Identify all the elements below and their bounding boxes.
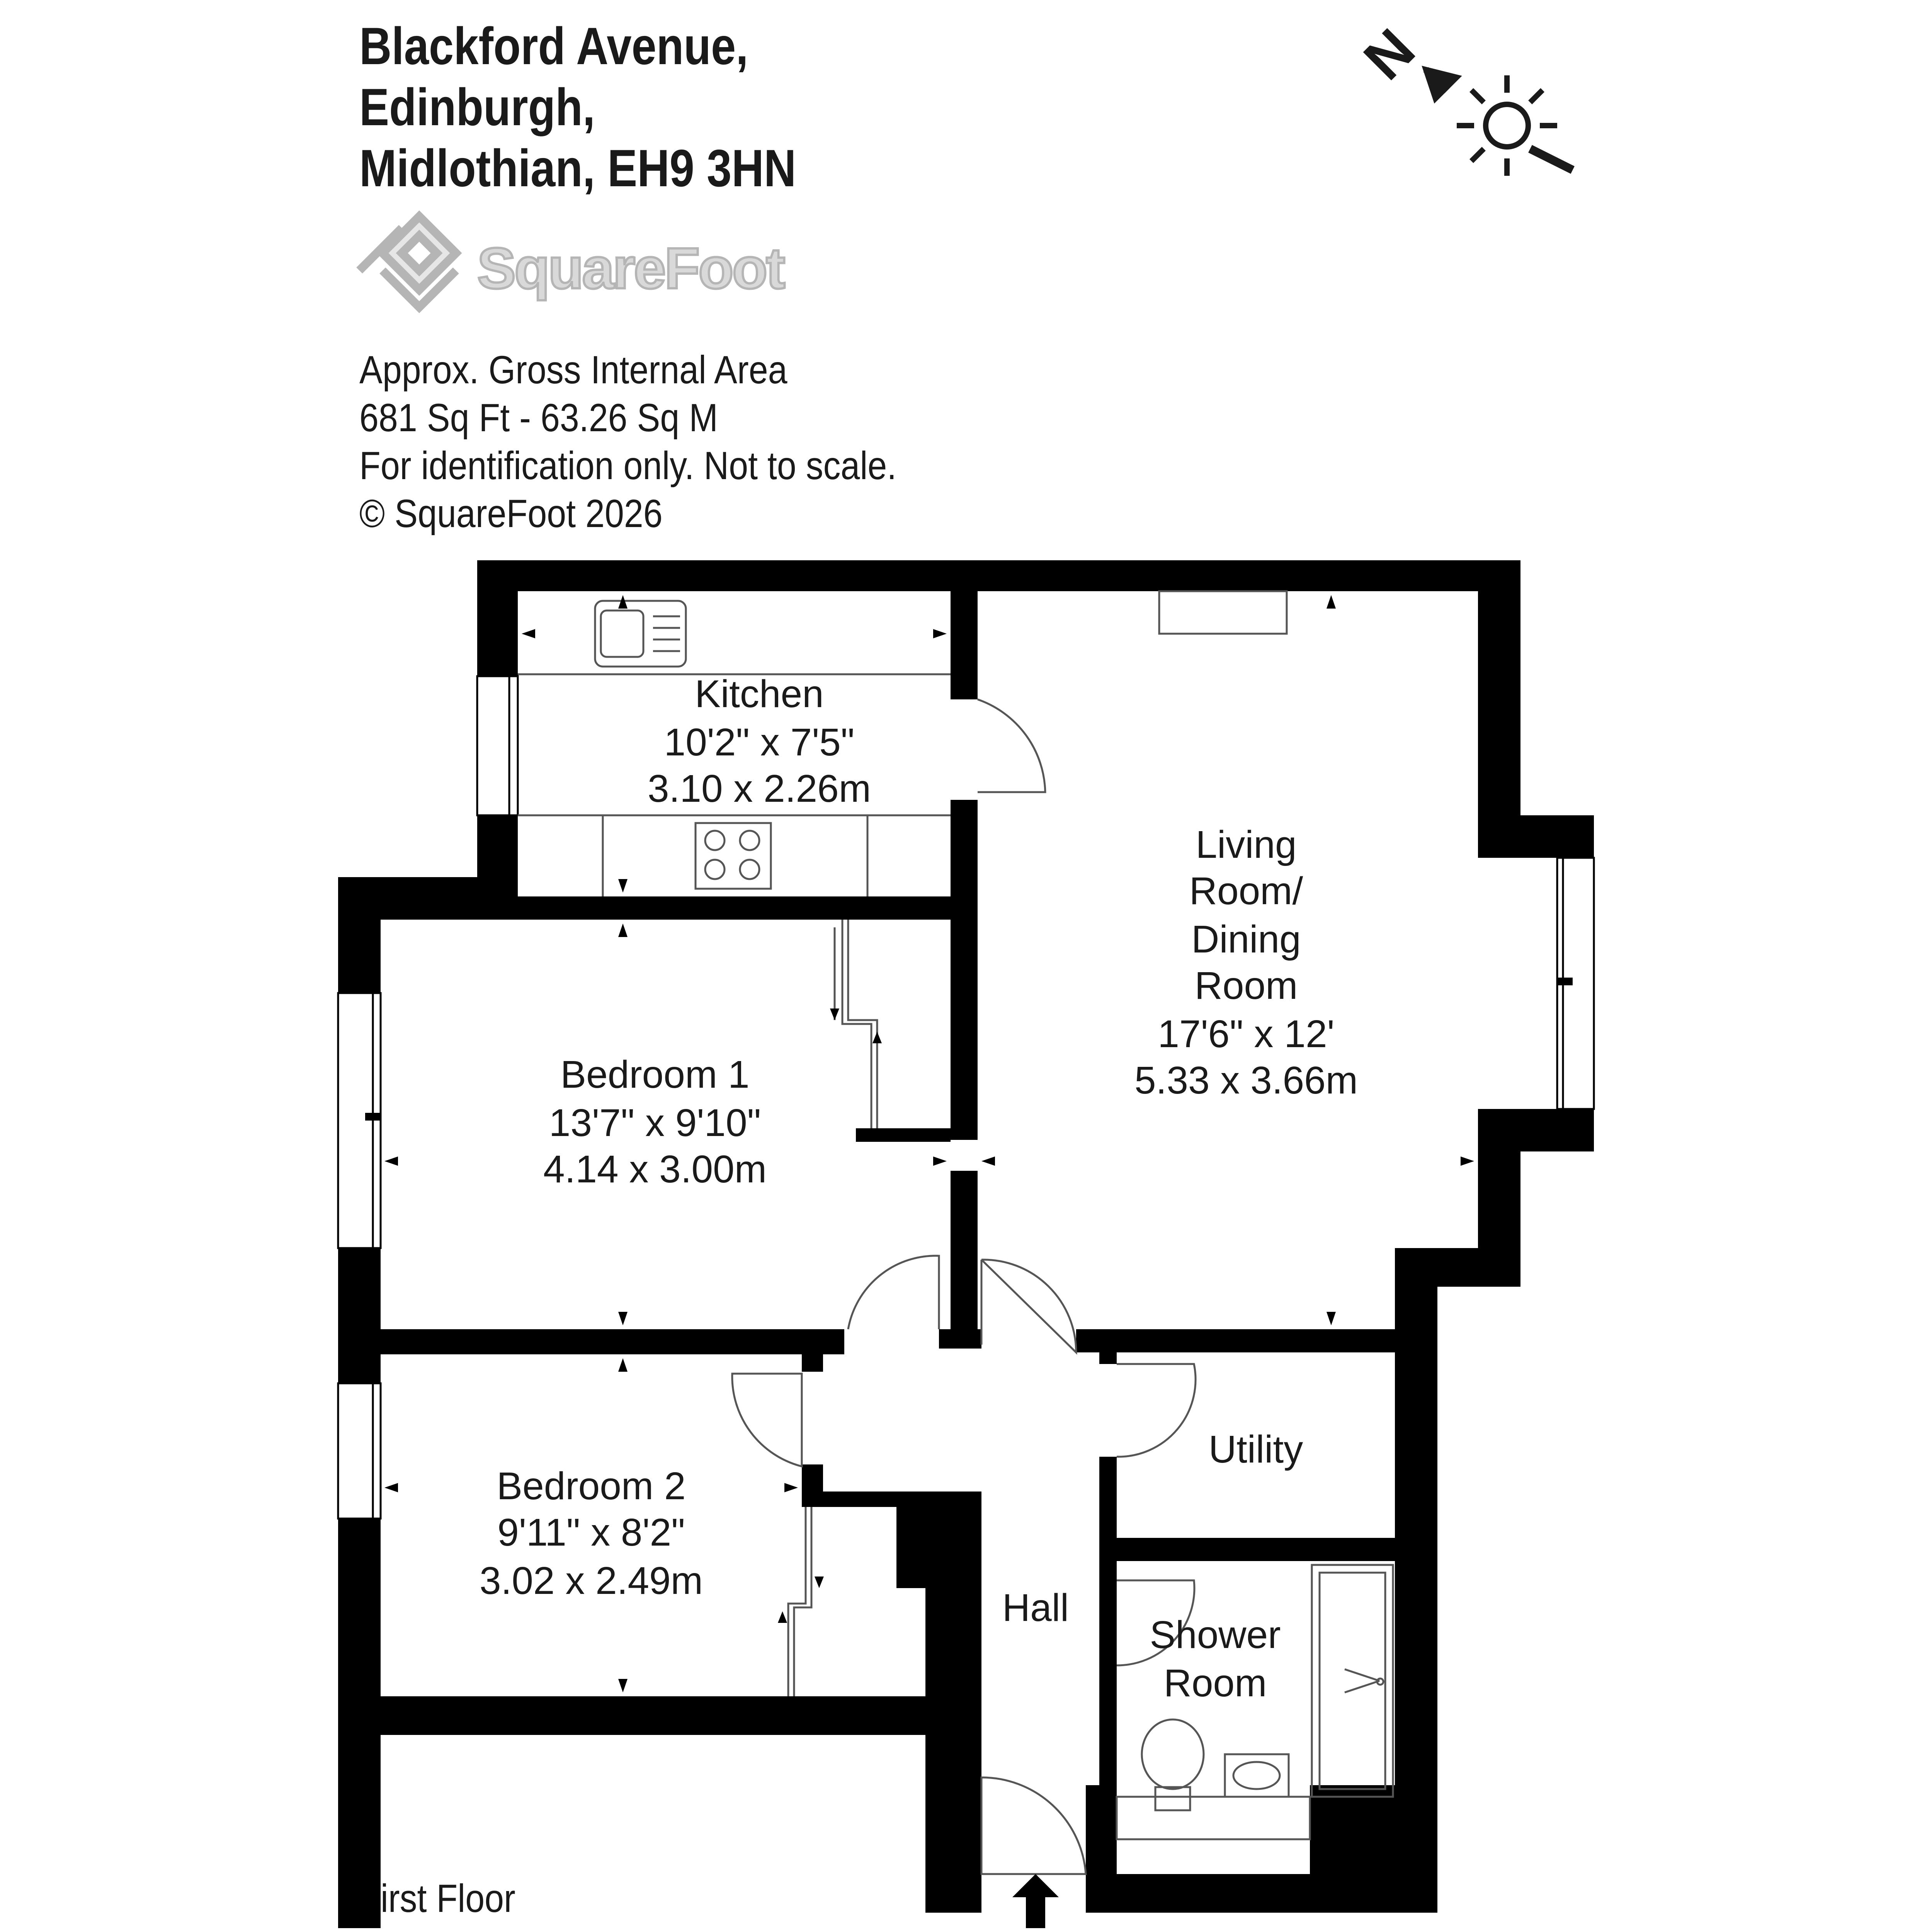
- area-info: Approx. Gross Internal Area 681 Sq Ft - …: [359, 346, 896, 537]
- living-metric: 5.33 x 3.66m: [1134, 1059, 1358, 1102]
- address-line-1: Blackford Avenue,: [359, 17, 748, 75]
- kitchen-fittings: [518, 600, 951, 896]
- utility-door: [1116, 1363, 1197, 1458]
- bedroom2-name: Bedroom 2: [497, 1464, 685, 1508]
- living-name-4: Room: [1195, 964, 1298, 1007]
- area-value: 681 Sq Ft - 63.26 Sq M: [359, 396, 718, 440]
- shower-door: [1116, 1579, 1196, 1667]
- bedroom2-door: [731, 1372, 803, 1468]
- address-line-2: Edinburgh,: [359, 78, 595, 136]
- wardrobe: [787, 920, 878, 1696]
- property-address: Blackford Avenue, Edinburgh, Midlothian,…: [359, 15, 796, 199]
- compass-north-label: N: [1351, 16, 1427, 92]
- windows: [337, 675, 1595, 1520]
- basin-icon: [1224, 1753, 1290, 1798]
- bedroom1-metric: 4.14 x 3.00m: [543, 1148, 767, 1191]
- entrance-arrow-icon: [1012, 1874, 1059, 1928]
- entrance-door: [980, 1776, 1087, 1875]
- bedroom1-name: Bedroom 1: [560, 1053, 749, 1096]
- disclaimer: For identification only. Not to scale.: [359, 444, 897, 488]
- shower-name-2: Room: [1164, 1662, 1267, 1705]
- address-line-3: Midlothian, EH9 3HN: [359, 139, 796, 197]
- sun-icon: [1457, 75, 1575, 176]
- kitchen-metric: 3.10 x 2.26m: [648, 767, 871, 810]
- area-label: Approx. Gross Internal Area: [359, 348, 787, 392]
- shower-fittings: [1116, 1564, 1394, 1840]
- brand-logo-text: SquareFoot: [476, 235, 786, 302]
- utility-name: Utility: [1209, 1428, 1303, 1471]
- hob-icon: [694, 822, 772, 890]
- living-name-3: Dining: [1191, 918, 1301, 961]
- living-imperial: 17'6" x 12': [1158, 1012, 1334, 1056]
- copyright: © SquareFoot 2026: [359, 492, 663, 536]
- living-name-2: Room/: [1189, 869, 1303, 913]
- dimension-markers: [384, 595, 1474, 1692]
- bedroom2-imperial: 9'11" x 8'2": [497, 1511, 685, 1554]
- toilet-icon: [1141, 1718, 1205, 1790]
- bedroom1-door: [847, 1255, 940, 1330]
- door-swings: [731, 698, 1197, 1875]
- kitchen-imperial: 10'2" x 7'5": [664, 721, 855, 764]
- compass-icon: N: [1351, 16, 1575, 176]
- bedroom1-imperial: 13'7" x 9'10": [549, 1101, 761, 1145]
- hall-name: Hall: [1002, 1586, 1069, 1629]
- kitchen-door: [977, 698, 1046, 793]
- walls: [338, 560, 1594, 1928]
- bedroom2-metric: 3.02 x 2.49m: [480, 1559, 703, 1602]
- sink-icon: [594, 600, 687, 668]
- kitchen-name: Kitchen: [695, 672, 824, 716]
- window-mullions: [365, 978, 1573, 1121]
- fireplace-icon: [1158, 590, 1288, 635]
- squarefoot-logo-icon: [356, 210, 462, 313]
- shower-tray-icon: [1311, 1564, 1394, 1798]
- floor-label: First Floor: [359, 1876, 515, 1920]
- living-name-1: Living: [1196, 823, 1296, 866]
- shower-name-1: Shower: [1150, 1613, 1281, 1656]
- room-labels: Kitchen 10'2" x 7'5" 3.10 x 2.26m Living…: [480, 672, 1358, 1705]
- living-door: [981, 1259, 1077, 1355]
